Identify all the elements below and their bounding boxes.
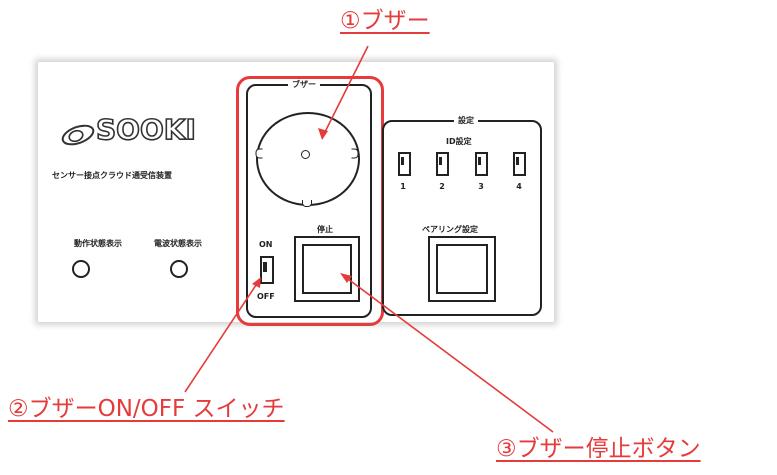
- callout-line-stop: [343, 275, 554, 433]
- pairing-label: ペアリング設定: [422, 225, 478, 234]
- dip-switch-icon: [478, 157, 481, 165]
- dip-number-1: 1: [400, 182, 406, 191]
- settings-group-title: 設定: [454, 115, 478, 126]
- arrowhead-buzzer: [318, 128, 328, 140]
- buzzer-icon: [256, 112, 360, 206]
- callout-line-switch: [184, 281, 259, 393]
- callout-buzzer: ①ブザー: [340, 8, 430, 34]
- dip-switch-icon: [439, 157, 442, 165]
- switch-off-label: OFF: [257, 292, 275, 301]
- callout-line-buzzer: [323, 45, 369, 135]
- dip-number-2: 2: [439, 182, 445, 191]
- callout-switch: ②ブザーON/OFF スイッチ: [8, 396, 285, 422]
- stop-button[interactable]: [302, 244, 352, 294]
- sooki-logo-icon: [61, 124, 95, 146]
- dip-number-3: 3: [478, 182, 484, 191]
- arrowhead-stop: [340, 273, 352, 283]
- dip-switch-icon: [516, 157, 519, 165]
- buzzer-hole: [301, 150, 310, 159]
- operation-status-label: 動作状態表示: [74, 239, 122, 248]
- toggle-switch-icon: [263, 262, 267, 272]
- dip-number-4: 4: [516, 182, 522, 191]
- buzzer-group-title: ブザー: [288, 79, 320, 90]
- device-name: センサー接点クラウド通受信装置: [52, 171, 172, 180]
- callout-stop-button: ③ブザー停止ボタン: [496, 436, 701, 462]
- operation-lamp-icon: [72, 260, 90, 278]
- dip-switch-icon: [401, 157, 404, 165]
- radio-lamp-icon: [170, 260, 188, 278]
- id-setting-label: ID設定: [446, 137, 472, 146]
- stop-label: 停止: [317, 225, 333, 234]
- radio-status-label: 電波状態表示: [154, 239, 202, 248]
- pairing-button[interactable]: [436, 244, 488, 294]
- switch-on-label: ON: [259, 240, 273, 249]
- arrowhead-switch: [252, 277, 261, 288]
- logo-text: SOOKI: [95, 113, 196, 146]
